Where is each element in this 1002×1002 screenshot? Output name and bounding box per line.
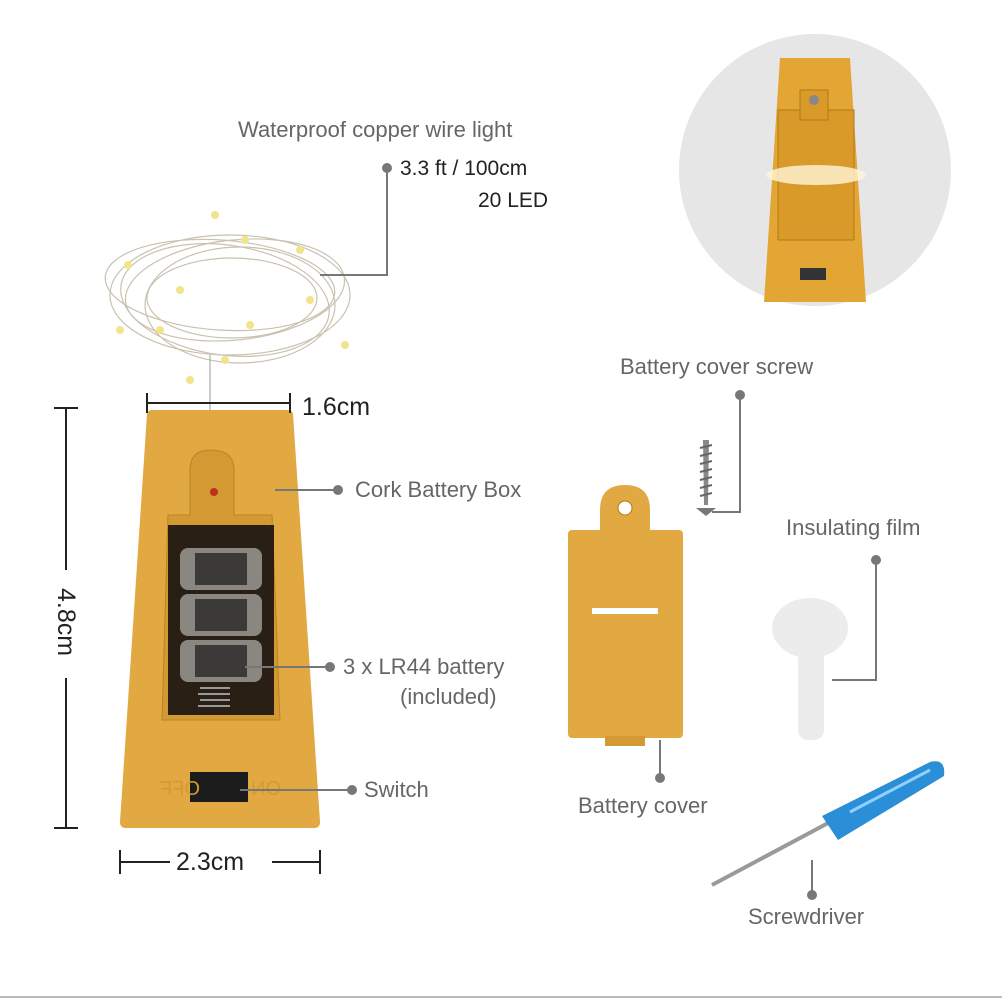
wire-led-count-label: 20 LED (478, 189, 549, 212)
dimension-lines (54, 393, 321, 874)
height-dimension: 4.8cm (52, 588, 80, 657)
leader-lines (240, 168, 877, 895)
switch-off-mark: OFF (160, 778, 200, 800)
battery-cells (180, 548, 262, 707)
bottom-width-dimension: 2.3cm (176, 848, 245, 876)
wire-title-label: Waterproof copper wire light (238, 117, 513, 142)
switch-label: Switch (364, 777, 429, 802)
cork-battery-box-label: Cork Battery Box (355, 477, 522, 502)
bottom-divider (0, 996, 1002, 998)
insulating-film-part (772, 598, 848, 740)
battery-cover-label: Battery cover (578, 793, 708, 818)
top-width-dimension: 1.6cm (302, 393, 371, 421)
slide-switch (190, 772, 248, 802)
wire-length-label: 3.3 ft / 100cm (400, 157, 528, 180)
screwdriver-label: Screwdriver (748, 904, 865, 929)
battery-cover-part (568, 485, 683, 746)
battery-cover-screw (696, 440, 716, 516)
screwdriver-part (711, 761, 945, 887)
insulating-film-label: Insulating film (786, 515, 921, 540)
battery-included-label: (included) (400, 684, 497, 709)
battery-label: 3 x LR44 battery (343, 654, 505, 679)
inset-photo (679, 34, 951, 306)
copper-wire-coil (104, 211, 351, 410)
screw-label: Battery cover screw (620, 354, 814, 379)
cork-battery-box: OFF ON (120, 410, 320, 828)
